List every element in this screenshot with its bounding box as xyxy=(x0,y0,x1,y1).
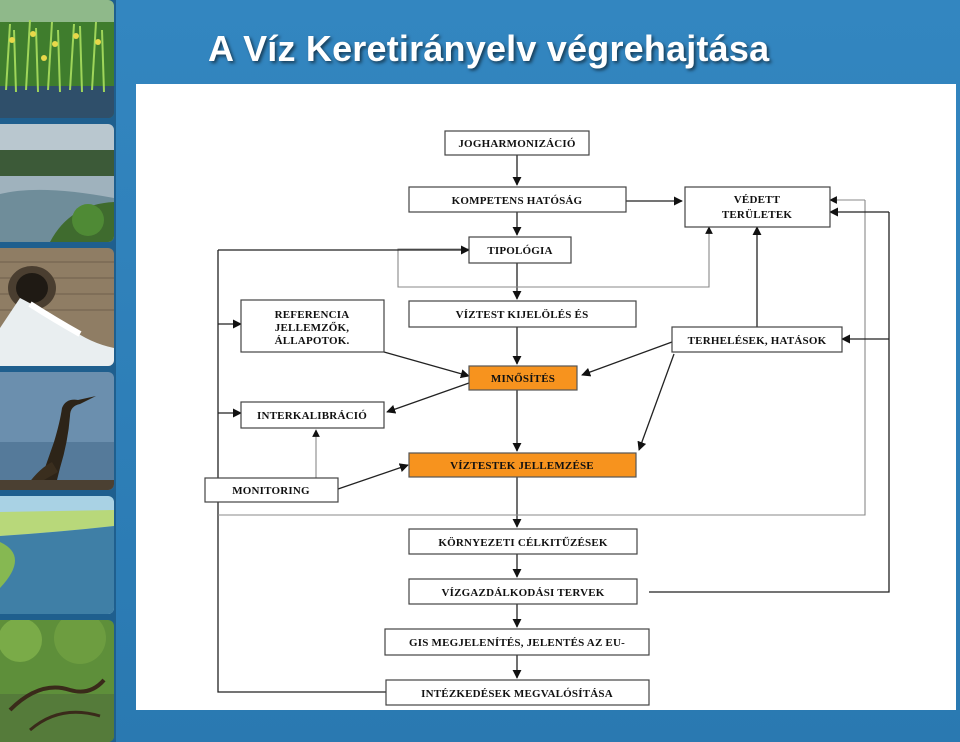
box-referencia-label-2: JELLEMZŐK, xyxy=(275,322,349,334)
box-jogharmonizacio: JOGHARMONIZÁCIÓ xyxy=(444,130,590,156)
edge-terhelesek-jellemzes xyxy=(637,353,675,451)
box-interkalibracio-label: INTERKALIBRÁCIÓ xyxy=(257,410,367,422)
box-gis-label: GIS MEGJELENÍTÉS, JELENTÉS AZ EU- xyxy=(409,637,625,649)
slide-title: A Víz Keretirányelv végrehajtása xyxy=(208,28,770,69)
box-referencia: REFERENCIA JELLEMZŐK, ÁLLAPOTOK. xyxy=(240,299,385,353)
box-tipologia-label: TIPOLÓGIA xyxy=(487,245,552,257)
box-kornyezeti-celkituzesek: KÖRNYEZETI CÉLKITŰZÉSEK xyxy=(408,528,638,555)
box-vizgazdalkodasi-tervek-label: VÍZGAZDÁLKODÁSI TERVEK xyxy=(441,587,604,599)
box-terhelesek-label: TERHELÉSEK, HATÁSOK xyxy=(688,335,827,347)
photo-strip xyxy=(0,0,116,742)
box-viztest-kijeloles: VÍZTEST KIJELÖLÉS ÉS xyxy=(408,300,637,328)
box-viztestek-jellemzese: VÍZTESTEK JELLEMZÉSE xyxy=(408,452,637,478)
box-monitoring-label: MONITORING xyxy=(232,485,310,497)
river-bank-photo xyxy=(0,124,114,242)
box-tipologia: TIPOLÓGIA xyxy=(468,236,572,264)
box-vedett-teruletek: VÉDETT TERÜLETEK xyxy=(684,186,831,228)
diagram-panel: JOGHARMONIZÁCIÓ KOMPETENS HATÓSÁG VÉDETT… xyxy=(136,84,956,710)
box-minosites-label: MINŐSÍTÉS xyxy=(491,373,555,385)
box-minosites: MINŐSÍTÉS xyxy=(468,365,578,391)
edge-feedback-left-trunk xyxy=(217,250,386,693)
edge-referencia-minosites xyxy=(383,351,470,379)
box-gis: GIS MEGJELENÍTÉS, JELENTÉS AZ EU- xyxy=(384,628,650,656)
flow-diagram: JOGHARMONIZÁCIÓ KOMPETENS HATÓSÁG VÉDETT… xyxy=(204,130,890,706)
grassland-water-photo xyxy=(0,496,114,614)
reeds-photo xyxy=(0,0,114,118)
edge-tipologia-vedett xyxy=(397,226,713,288)
box-terhelesek: TERHELÉSEK, HATÁSOK xyxy=(671,326,843,353)
box-intezkedesek: INTÉZKEDÉSEK MEGVALÓSÍTÁSA xyxy=(385,679,650,706)
box-vizgazdalkodasi-tervek: VÍZGAZDÁLKODÁSI TERVEK xyxy=(408,578,638,605)
box-referencia-label-3: ÁLLAPOTOK. xyxy=(275,335,350,347)
box-monitoring: MONITORING xyxy=(204,477,339,503)
box-viztestek-jellemzese-label: VÍZTESTEK JELLEMZÉSE xyxy=(450,460,594,472)
box-referencia-label-1: REFERENCIA xyxy=(275,309,350,321)
cormorant-photo xyxy=(0,372,114,490)
box-kompetens-hatosag-label: KOMPETENS HATÓSÁG xyxy=(452,195,583,207)
box-vedett-teruletek-label-1: VÉDETT xyxy=(734,194,781,206)
edge-monitoring-jellemzes xyxy=(337,463,409,490)
box-intezkedesek-label: INTÉZKEDÉSEK MEGVALÓSÍTÁSA xyxy=(421,688,613,700)
box-kornyezeti-celkituzesek-label: KÖRNYEZETI CÉLKITŰZÉSEK xyxy=(438,536,608,549)
edge-terhelesek-minosites xyxy=(581,341,673,377)
connectors xyxy=(217,155,890,693)
edge-gray-right-loop xyxy=(218,200,866,516)
box-jogharmonizacio-label: JOGHARMONIZÁCIÓ xyxy=(458,138,576,150)
edge-feedback-right-trunk xyxy=(649,212,890,593)
floodplain-forest-photo xyxy=(0,620,114,742)
box-viztest-kijeloles-label: VÍZTEST KIJELÖLÉS ÉS xyxy=(456,308,589,321)
box-kompetens-hatosag: KOMPETENS HATÓSÁG xyxy=(408,186,627,213)
edge-minosites-interkalibracio xyxy=(386,382,470,414)
box-vedett-teruletek-label-2: TERÜLETEK xyxy=(722,208,793,221)
outfall-pipe-photo xyxy=(0,248,114,366)
box-interkalibracio: INTERKALIBRÁCIÓ xyxy=(240,401,385,429)
